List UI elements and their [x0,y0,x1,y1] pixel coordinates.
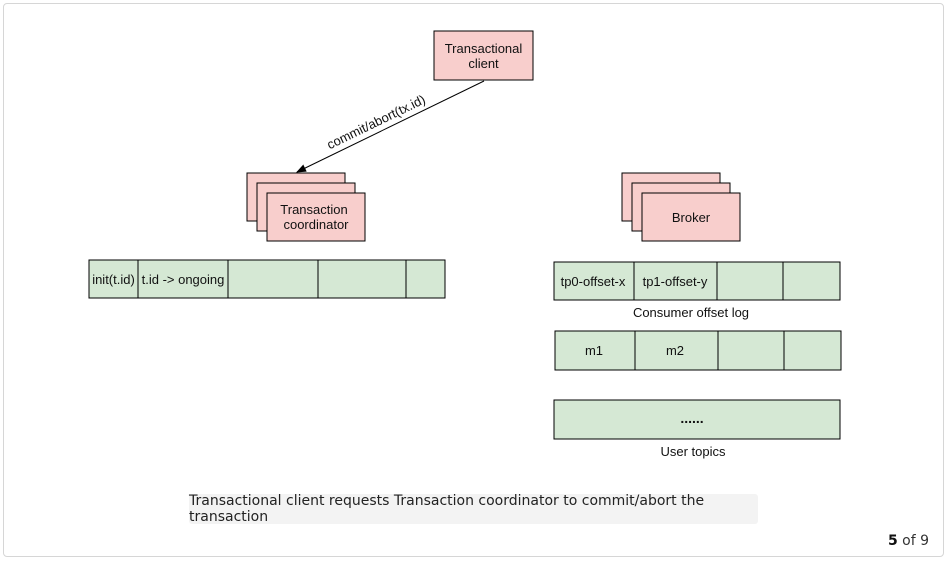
transaction-coordinator-stack: Transaction coordinator [246,172,366,242]
message-cell [783,330,842,371]
coordinator-log-row: init(t.id) t.id -> ongoing [88,259,446,299]
consumer-offset-log-caption: Consumer offset log [633,305,749,320]
message-cell [717,330,785,371]
log-cell [227,259,319,299]
broker-label: Broker [672,210,711,225]
consumer-offset-log-row: tp0-offset-x tp1-offset-y [553,261,841,301]
user-topics-ellipsis: ...... [680,410,703,426]
offset-cell-text: tp0-offset-x [561,274,626,289]
log-cell-text: t.id -> ongoing [142,272,225,287]
offset-cell [782,261,841,301]
message-cell [554,330,636,371]
message-cell-text: m2 [666,343,684,358]
message-cell [634,330,719,371]
user-topics-cell [553,399,841,440]
pager-current: 5 [887,533,898,549]
offset-cell [633,261,718,301]
user-topics-row: ...... [553,399,841,440]
log-cell [405,259,446,299]
arrow-label: commit/abort(tx.id) [324,92,427,153]
slide-caption: Transactional client requests Transactio… [189,493,758,525]
user-topics-caption: User topics [660,444,726,459]
client-label-line2: client [468,56,499,71]
log-cell-text: init(t.id) [92,272,135,287]
message-cell-text: m1 [585,343,603,358]
transactional-client-box: Transactional client [433,30,534,81]
log-cell [317,259,407,299]
offset-cell [716,261,784,301]
slide-pager: 5 of 9 [888,533,929,549]
log-cell [137,259,229,299]
client-label-line1: Transactional [445,41,523,56]
coordinator-label-line1: Transaction [280,202,347,217]
commit-abort-arrow [296,80,485,173]
log-cell [88,259,139,299]
messages-row: m1 m2 [554,330,842,371]
pager-total: of 9 [902,533,929,549]
broker-stack: Broker [621,172,741,242]
offset-cell-text: tp1-offset-y [643,274,708,289]
coordinator-label-line2: coordinator [283,217,349,232]
